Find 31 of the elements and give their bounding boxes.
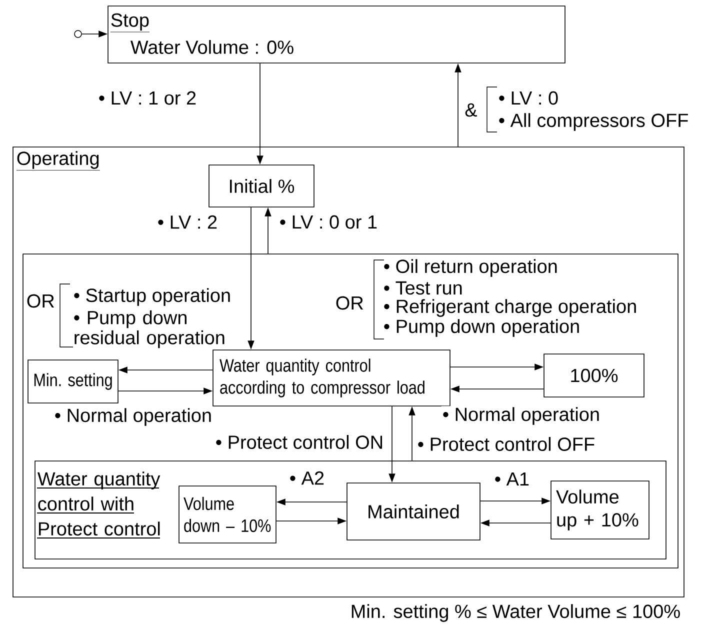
group-box	[22, 254, 678, 568]
edge-label: • LV : 1 or 2	[97, 90, 198, 106]
range-note: Min. setting % ≤ Water Volume ≤ 100%	[352, 604, 680, 622]
or-label: OR	[27, 294, 54, 308]
edge-label: &	[464, 102, 478, 118]
condition-text: • Pump down operation	[384, 319, 579, 337]
start-circle	[74, 30, 82, 38]
edge-label: • LV : 0 or 1	[278, 214, 379, 230]
condition-text: • Refrigerant charge operation	[384, 299, 636, 317]
condition-text: • Test run	[384, 281, 462, 295]
condition-text: • Startup operation	[74, 288, 230, 306]
condition-text: • Pump down residual operation	[74, 310, 224, 348]
state-box: Initial %	[208, 164, 314, 208]
condition-text: • All compressors OFF	[499, 113, 688, 131]
condition-text: • LV : 0	[499, 91, 558, 105]
state-box: Volume up + 10%	[550, 480, 650, 540]
edge-label: • Protect control OFF	[416, 436, 596, 452]
edge-label: • Normal operation	[53, 407, 214, 427]
or-label: OR	[336, 296, 364, 310]
edge-label: • Normal operation	[441, 406, 602, 426]
state-box: Stop Water Volume : 0%	[108, 6, 566, 64]
state-box: Min. setting	[28, 360, 118, 404]
state-box: 100%	[544, 354, 644, 398]
edge-label: • Protect control ON	[214, 434, 385, 450]
state-box: Maintained	[346, 482, 480, 540]
edge-label: • LV : 2	[156, 214, 219, 230]
edge-label: • A2	[288, 470, 326, 486]
condition-text: • Oil return operation	[384, 259, 557, 277]
edge-label: • A1	[493, 471, 531, 487]
state-box: Volume down – 10%	[178, 486, 276, 544]
state-box: Water quantity control according to compressor load	[212, 350, 450, 406]
